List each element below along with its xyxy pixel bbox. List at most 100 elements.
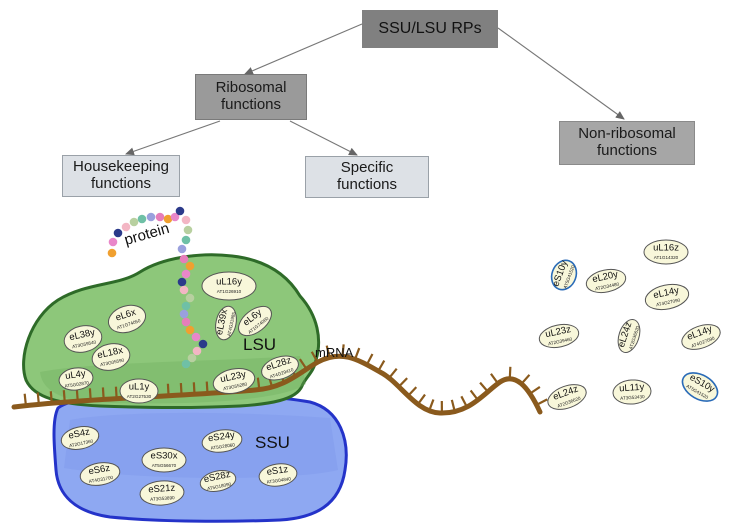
protein-gene-code: AT5G18090 xyxy=(207,481,232,491)
amino-acid-bead xyxy=(179,254,189,264)
amino-acid-bead xyxy=(129,217,139,227)
protein-gene-code: AT2G17360 xyxy=(69,438,94,448)
non-ribosomal-functions-line1: Non-ribosomal xyxy=(578,125,676,143)
amino-acid-bead xyxy=(191,332,201,342)
protein-gene-code: AT3G04840 xyxy=(266,476,291,484)
protein-gene-code: AT5G56670 xyxy=(152,463,177,468)
amino-acid-bead xyxy=(170,212,180,222)
ribosomal-functions-line1: Ribosomal xyxy=(215,79,287,97)
protein-gene-code: AT5G28060 xyxy=(210,442,235,450)
amino-acid-bead xyxy=(181,269,191,279)
protein-name: eL20y xyxy=(591,269,619,285)
ribosomal-functions-line2: functions xyxy=(220,96,282,113)
protein-name: eS1z xyxy=(266,464,289,478)
protein-name: eS21z xyxy=(148,483,176,496)
protein-name: eL14y xyxy=(652,285,680,301)
amino-acid-bead xyxy=(179,285,189,295)
non-ribosomal-functions-line2: functions xyxy=(596,142,658,159)
protein-gene-code: AT2G27530 xyxy=(127,394,152,399)
protein-name: eL18x xyxy=(96,345,124,361)
ribosomal-functions-node: Ribosomal functions xyxy=(195,74,307,120)
amino-acid-bead xyxy=(181,301,191,311)
amino-acid-bead xyxy=(155,212,165,222)
protein-gene-code: AT3G05590 xyxy=(100,357,125,367)
protein-label: protein xyxy=(122,220,171,249)
specific-functions-line1: Specific xyxy=(340,159,394,177)
protein-gene-code: AT5G02870 xyxy=(64,380,89,388)
arrow-root-to-ribosomal xyxy=(244,23,363,75)
protein-name: uL1y xyxy=(129,382,150,393)
ssu-shading xyxy=(64,412,338,478)
protein-name: uL16z xyxy=(653,243,679,254)
protein-gene-code: AT3G53890 xyxy=(150,495,175,502)
protein-name: uL11y xyxy=(619,382,645,395)
arrow-root-to-nonribosomal xyxy=(497,27,625,120)
amino-acid-bead xyxy=(187,353,197,363)
specific-functions-line2: functions xyxy=(336,176,398,193)
protein-chain xyxy=(107,206,208,369)
housekeeping-functions-node: Housekeeping functions xyxy=(62,155,180,197)
amino-acid-bead xyxy=(185,325,195,335)
amino-acid-bead xyxy=(198,339,208,349)
amino-acid-bead xyxy=(185,261,195,271)
protein-gene-code: AT3G53430 xyxy=(620,394,645,401)
arrow-ribosomal-to-housekeeping xyxy=(125,120,221,156)
protein-name: eL38y xyxy=(68,327,96,343)
protein-gene-code: AT1G14320 xyxy=(654,255,679,260)
amino-acid-bead xyxy=(185,293,195,303)
amino-acid-bead xyxy=(181,317,191,327)
amino-acid-bead xyxy=(121,222,131,232)
mrna-label: mRNA xyxy=(315,345,354,360)
protein-gene-code: AT4G27090 xyxy=(656,297,681,307)
amino-acid-bead xyxy=(181,215,191,225)
protein-name: eS6z xyxy=(88,463,111,478)
mrna-strand xyxy=(11,353,543,416)
lsu-label: LSU xyxy=(243,335,276,354)
amino-acid-bead xyxy=(179,309,189,319)
non-ribosomal-functions-node: Non-ribosomal functions xyxy=(559,121,695,165)
arrow-ribosomal-to-specific xyxy=(289,120,358,156)
housekeeping-functions-line1: Housekeeping xyxy=(73,158,169,176)
amino-acid-bead xyxy=(108,237,118,247)
protein-name: eS24y xyxy=(207,430,235,445)
protein-gene-code: AT2G39460 xyxy=(548,336,573,346)
protein-name: uL23y xyxy=(219,369,247,385)
protein-name: uL16y xyxy=(216,277,242,288)
protein-name: eS4z xyxy=(67,426,91,441)
amino-acid-bead xyxy=(137,214,147,224)
amino-acid-bead xyxy=(192,346,202,356)
root-node-ssu-lsu-rps: SSU/LSU RPs xyxy=(362,10,498,48)
protein-gene-code: AT4G31700 xyxy=(88,475,113,484)
protein-gene-code: AT3G59540 xyxy=(72,339,97,349)
specific-functions-node: Specific functions xyxy=(305,156,429,198)
amino-acid-bead xyxy=(146,212,156,222)
protein-name: eS30x xyxy=(151,451,178,462)
amino-acid-bead xyxy=(181,235,191,245)
amino-acid-bead xyxy=(177,244,187,254)
protein-gene-code: AT1G26910 xyxy=(217,289,242,294)
amino-acid-bead xyxy=(163,214,173,224)
ssu-label: SSU xyxy=(255,433,290,452)
